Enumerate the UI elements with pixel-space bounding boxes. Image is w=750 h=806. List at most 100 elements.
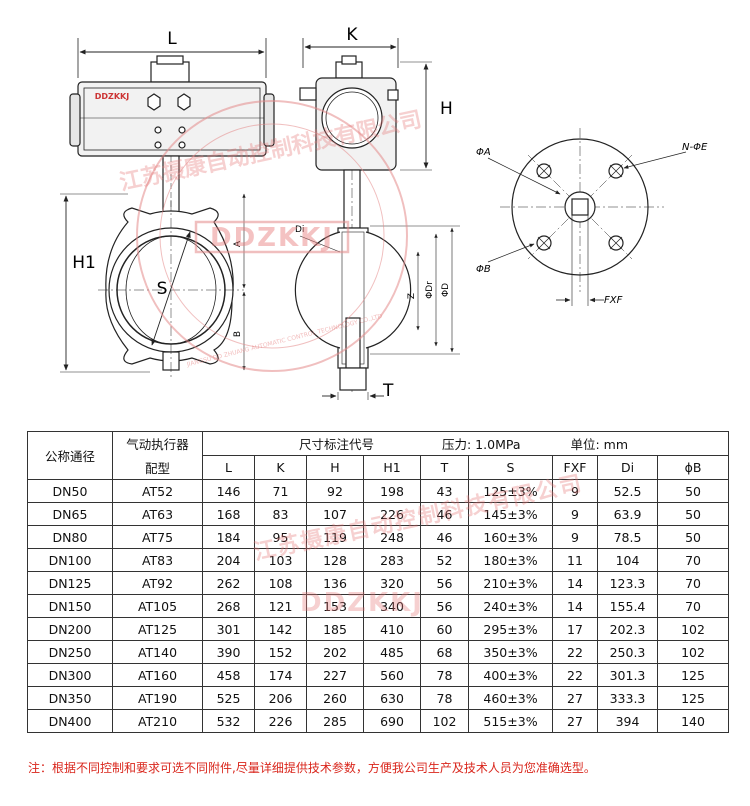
table-cell: 102 bbox=[656, 617, 730, 641]
table-cell: DN65 bbox=[27, 502, 113, 526]
dim-label-B: B bbox=[233, 331, 243, 337]
header-row-1: 公称通径 气动执行器 尺寸标注代号 压力: 1.0MPa 单位: mm bbox=[27, 431, 730, 480]
table-cell: AT210 bbox=[112, 709, 203, 733]
header-col-H: H bbox=[306, 455, 364, 480]
table-cell: 160±3% bbox=[468, 525, 553, 549]
dim-label-K: K bbox=[346, 25, 358, 45]
table-cell: 14 bbox=[552, 571, 598, 595]
table-cell: 268 bbox=[202, 594, 255, 618]
dim-label-phiB: ΦB bbox=[476, 264, 491, 275]
table-watermark-brand: DDZKKJ bbox=[300, 588, 424, 618]
dim-label-FXF: FXF bbox=[604, 295, 623, 306]
table-cell: 532 bbox=[202, 709, 255, 733]
table-cell: 83 bbox=[254, 502, 307, 526]
flange-view bbox=[487, 128, 687, 306]
dim-label-H: H bbox=[440, 99, 453, 119]
table-cell: 102 bbox=[656, 640, 730, 664]
header-nominal: 公称通径 bbox=[27, 431, 113, 480]
table-cell: 52.5 bbox=[597, 479, 658, 503]
table-cell: DN250 bbox=[27, 640, 113, 664]
front-view bbox=[60, 38, 275, 378]
table-cell: 95 bbox=[254, 525, 307, 549]
dim-label-T: T bbox=[382, 381, 394, 401]
table-cell: 50 bbox=[656, 525, 730, 549]
dim-label-Di: Di bbox=[295, 225, 304, 235]
table-cell: 68 bbox=[420, 640, 469, 664]
table-cell: 210±3% bbox=[468, 571, 553, 595]
technical-drawing: L DDZKKJ H1 S A B bbox=[60, 25, 708, 401]
table-cell: 78 bbox=[420, 686, 469, 710]
table-cell: 260 bbox=[306, 686, 364, 710]
table-cell: 140 bbox=[656, 709, 730, 733]
table-cell: 350±3% bbox=[468, 640, 553, 664]
table-cell: 14 bbox=[552, 594, 598, 618]
table-cell: AT160 bbox=[112, 663, 203, 687]
header-pressure: 压力: 1.0MPa bbox=[442, 437, 521, 452]
table-cell: DN50 bbox=[27, 479, 113, 503]
table-cell: 146 bbox=[202, 479, 255, 503]
table-cell: 60 bbox=[420, 617, 469, 641]
table-cell: 185 bbox=[306, 617, 364, 641]
table-cell: 142 bbox=[254, 617, 307, 641]
header-actuator-bottom: 配型 bbox=[112, 455, 203, 480]
table-cell: 125±3% bbox=[468, 479, 553, 503]
spec-table: 公称通径 气动执行器 尺寸标注代号 压力: 1.0MPa 单位: mm 配型 L… bbox=[27, 431, 730, 733]
header-dim-title-cell: 尺寸标注代号 压力: 1.0MPa 单位: mm bbox=[201, 431, 730, 456]
table-cell: 125 bbox=[656, 663, 730, 687]
table-cell: DN350 bbox=[27, 686, 113, 710]
table-cell: 46 bbox=[420, 502, 469, 526]
table-cell: 560 bbox=[363, 663, 421, 687]
header-col-phiB: ϕB bbox=[656, 455, 730, 480]
footer-note: 注：根据不同控制和要求可选不同附件,尽量详细提供技术参数，方便我公司生产及技术人… bbox=[28, 761, 596, 775]
table-cell: 301 bbox=[202, 617, 255, 641]
header-col-T: T bbox=[420, 455, 469, 480]
table-cell: AT92 bbox=[112, 571, 203, 595]
table-cell: 104 bbox=[597, 548, 658, 572]
table-cell: DN400 bbox=[27, 709, 113, 733]
table-cell: 180±3% bbox=[468, 548, 553, 572]
table-cell: 46 bbox=[420, 525, 469, 549]
table-cell: 262 bbox=[202, 571, 255, 595]
table-cell: 690 bbox=[363, 709, 421, 733]
table-cell: AT75 bbox=[112, 525, 203, 549]
brand-plate: DDZKKJ bbox=[95, 92, 129, 101]
table-cell: 103 bbox=[254, 548, 307, 572]
table-cell: 71 bbox=[254, 479, 307, 503]
table-cell: 56 bbox=[420, 571, 469, 595]
table-cell: 283 bbox=[363, 548, 421, 572]
table-cell: 340 bbox=[363, 594, 421, 618]
table-cell: 240±3% bbox=[468, 594, 553, 618]
table-cell: 9 bbox=[552, 502, 598, 526]
dim-label-NphiE: N-ΦE bbox=[682, 142, 708, 153]
dim-label-D: ΦD bbox=[441, 283, 451, 297]
table-cell: DN80 bbox=[27, 525, 113, 549]
table-cell: 184 bbox=[202, 525, 255, 549]
table-cell: 70 bbox=[656, 571, 730, 595]
table-cell: 70 bbox=[656, 548, 730, 572]
dim-label-phiA: ΦA bbox=[476, 147, 491, 158]
header-dim-title: 尺寸标注代号 bbox=[299, 437, 375, 452]
table-cell: 152 bbox=[254, 640, 307, 664]
table-cell: 515±3% bbox=[468, 709, 553, 733]
watermark-brand: DDZKKJ bbox=[210, 223, 334, 253]
table-cell: 78.5 bbox=[597, 525, 658, 549]
table-cell: 333.3 bbox=[597, 686, 658, 710]
table-cell: 145±3% bbox=[468, 502, 553, 526]
table-cell: DN300 bbox=[27, 663, 113, 687]
table-cell: AT83 bbox=[112, 548, 203, 572]
side-view bbox=[294, 38, 460, 400]
table-cell: 121 bbox=[254, 594, 307, 618]
table-cell: 285 bbox=[306, 709, 364, 733]
table-cell: AT105 bbox=[112, 594, 203, 618]
dim-label-A: A bbox=[233, 240, 243, 247]
table-cell: 27 bbox=[552, 686, 598, 710]
table-cell: AT125 bbox=[112, 617, 203, 641]
